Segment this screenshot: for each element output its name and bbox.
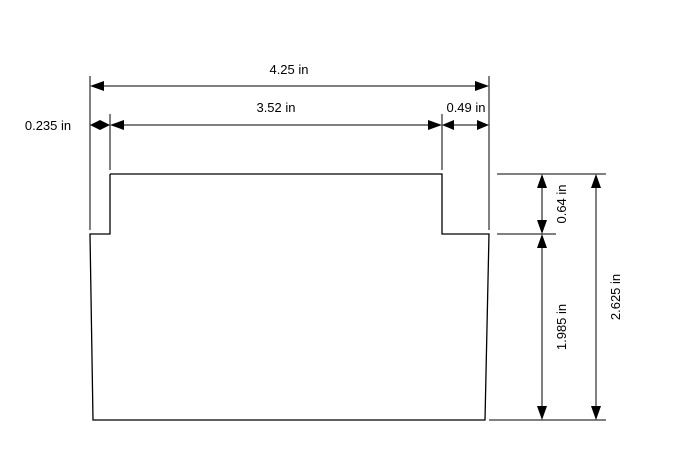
left-step-label: 0.235 in <box>25 118 71 133</box>
overall-height-dimension <box>591 174 601 420</box>
right-step-label: 0.49 in <box>446 100 485 115</box>
left-step-dimension <box>90 120 110 130</box>
overall-width-dimension <box>90 81 489 91</box>
body-height-dimension <box>537 234 547 420</box>
right-step-dimension <box>442 120 489 130</box>
part-outline <box>89 173 490 421</box>
top-width-dimension <box>110 120 442 130</box>
step-height-label: 0.64 in <box>554 184 569 223</box>
step-height-dimension <box>537 174 547 234</box>
overall-height-label: 2.625 in <box>608 274 623 320</box>
body-height-label: 1.985 in <box>554 304 569 350</box>
top-width-label: 3.52 in <box>256 100 295 115</box>
overall-width-label: 4.25 in <box>269 62 308 77</box>
